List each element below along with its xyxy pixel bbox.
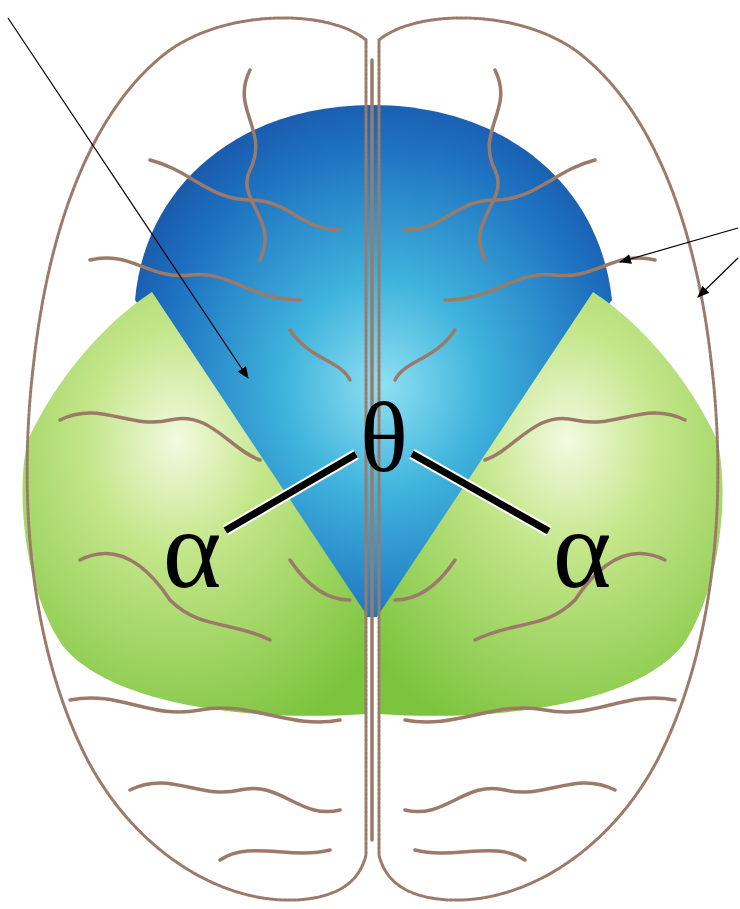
band-label-box: α bbox=[159, 504, 226, 596]
band-label-box: α bbox=[549, 504, 616, 596]
connector-halo bbox=[412, 454, 549, 531]
band-symbol: α bbox=[553, 504, 612, 596]
connector-halo bbox=[225, 454, 356, 530]
connector-line bbox=[412, 454, 549, 531]
connector-stroke bbox=[412, 454, 549, 531]
connector-stroke bbox=[225, 454, 356, 530]
band-symbol: α bbox=[163, 504, 222, 596]
band-label-box: θ bbox=[356, 397, 412, 479]
connector-line bbox=[225, 454, 356, 530]
band-symbol: θ bbox=[360, 397, 408, 479]
